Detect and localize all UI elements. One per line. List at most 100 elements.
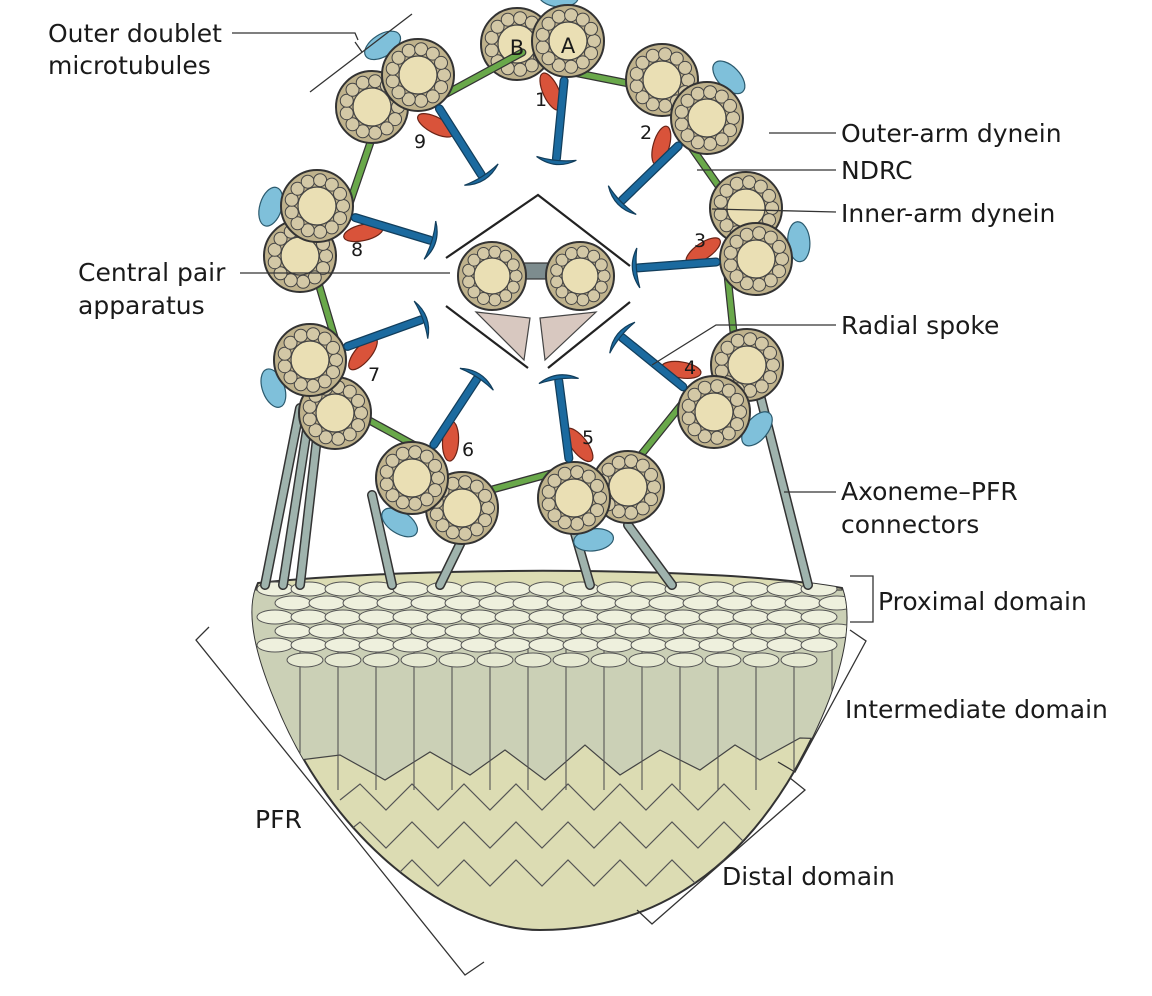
protofilament — [481, 501, 495, 515]
protofilament — [576, 245, 590, 259]
pfr-proximal-cell — [460, 637, 498, 653]
protofilament — [765, 201, 779, 215]
pfr-proximal-cell — [580, 623, 618, 639]
protofilament — [333, 211, 348, 226]
protofilament — [284, 205, 299, 220]
tubule-lumen — [442, 488, 482, 528]
protofilament — [635, 458, 650, 473]
protofilament — [391, 50, 406, 65]
protofilament — [590, 503, 605, 518]
protofilament — [729, 269, 744, 284]
pfr-proximal-cell — [664, 637, 702, 653]
pfr-rod-cap — [286, 652, 324, 668]
pfr-proximal-cell — [732, 637, 770, 653]
protofilament — [484, 30, 499, 45]
pfr-proximal-cell — [512, 623, 550, 639]
protofilament — [535, 40, 550, 55]
pfr-proximal-cell — [528, 609, 566, 625]
protofilament — [351, 418, 366, 433]
protofilament — [658, 98, 673, 113]
protofilament — [772, 239, 787, 254]
radial-spoke-head — [631, 247, 641, 289]
pfr-proximal-cell — [698, 581, 736, 597]
pfr-proximal-cell — [546, 623, 584, 639]
protofilament — [462, 275, 476, 289]
protofilament — [697, 429, 712, 444]
protofilament — [524, 58, 539, 73]
central-pair-apparatus — [445, 193, 631, 369]
distal-domain-label: Distal domain — [722, 862, 895, 891]
protofilament — [581, 469, 596, 484]
protofilament — [500, 12, 515, 27]
outer-doublet-label-line2: microtubules — [48, 51, 211, 80]
doublet-number-6: 6 — [462, 439, 474, 461]
pfr-proximal-cell — [256, 609, 294, 625]
protofilament — [379, 464, 394, 479]
protofilament — [283, 273, 298, 288]
protofilament — [385, 61, 400, 76]
protofilament — [690, 135, 705, 150]
tubule-lumen — [290, 340, 330, 380]
a-tubule — [375, 441, 449, 515]
protofilament — [478, 488, 493, 503]
radial-spoke-stalk — [555, 377, 573, 462]
tubule-lumen — [642, 60, 682, 100]
protofilament — [703, 85, 718, 100]
pfr-rod-cap — [666, 652, 704, 668]
protofilament — [445, 525, 460, 540]
protofilament — [720, 340, 735, 355]
protofilament — [302, 412, 317, 427]
protofilament — [726, 111, 740, 125]
protofilament — [594, 280, 608, 294]
protofilament — [306, 378, 321, 393]
pfr-proximal-cell — [494, 609, 532, 625]
protofilament — [401, 43, 416, 58]
protofilament — [550, 275, 564, 289]
protofilament — [763, 230, 778, 245]
pfr-proximal-cell — [732, 609, 770, 625]
protofilament — [317, 374, 332, 389]
a-tubule — [273, 323, 347, 397]
pfr-proximal-cell — [766, 637, 804, 653]
protofilament — [434, 55, 449, 70]
pfr-proximal-cell — [308, 595, 346, 611]
pfr-proximal-cell — [290, 609, 328, 625]
protofilament — [419, 492, 434, 507]
protofilament — [674, 104, 689, 119]
protofilament — [300, 174, 315, 189]
axoneme-ring — [258, 0, 811, 552]
protofilament — [345, 117, 360, 132]
protofilament — [555, 253, 569, 267]
protofilament — [584, 46, 599, 61]
pfr-proximal-cell — [494, 581, 532, 597]
protofilament — [723, 245, 738, 260]
pfr-proximal-cell — [630, 637, 668, 653]
central-sheath-bottom-right — [547, 301, 631, 369]
pfr-rod-cap — [590, 652, 628, 668]
central-pair-label: Central pair apparatus — [78, 258, 233, 320]
pfr-proximal-cell — [800, 637, 838, 653]
connector — [624, 521, 676, 589]
protofilament — [388, 112, 403, 127]
protofilament — [267, 242, 282, 257]
protofilament — [730, 333, 745, 348]
tubule-lumen — [694, 392, 734, 432]
pfr-proximal-cell — [784, 595, 822, 611]
protofilament — [687, 387, 702, 402]
pfr-proximal-cell — [528, 637, 566, 653]
protofilament — [678, 60, 693, 75]
pfr-proximal-cell — [324, 609, 362, 625]
protofilament — [355, 75, 370, 90]
protofilament — [570, 516, 585, 531]
tubule-lumen — [398, 55, 438, 95]
protofilament — [339, 93, 354, 108]
tubule-lumen — [473, 257, 511, 295]
protofilament — [306, 327, 321, 342]
protofilament — [431, 471, 445, 485]
protofilament — [336, 199, 350, 213]
protofilament — [476, 247, 490, 261]
tubule-lumen — [297, 186, 337, 226]
pfr-proximal-cell — [750, 623, 788, 639]
protofilament — [601, 462, 616, 477]
connector — [368, 491, 396, 589]
